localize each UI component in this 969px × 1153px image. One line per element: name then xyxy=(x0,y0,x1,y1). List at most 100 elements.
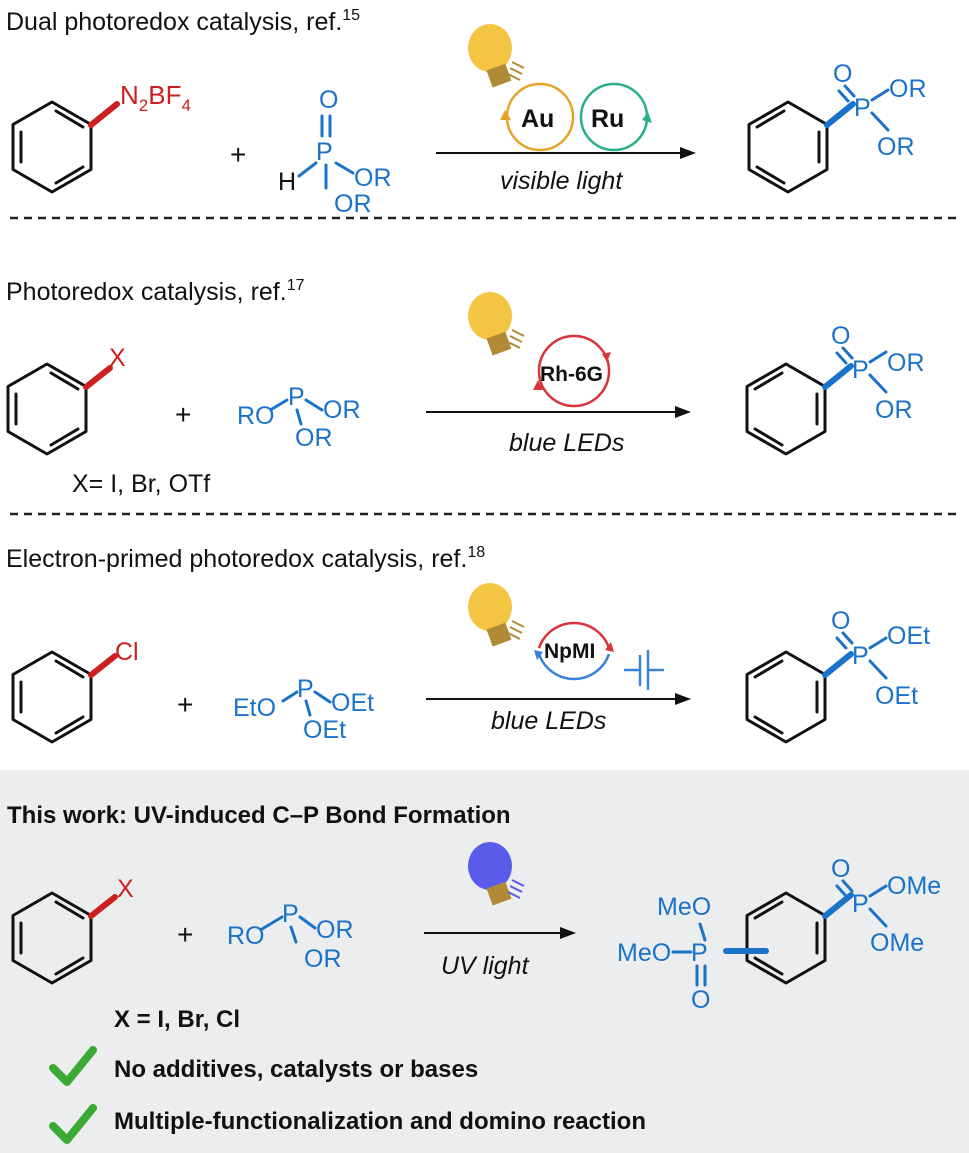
svg-text:OR: OR xyxy=(875,396,913,424)
rh6g-catalyst-label: Rh-6G xyxy=(540,363,603,386)
svg-text:OR: OR xyxy=(295,424,333,452)
svg-text:P: P xyxy=(316,138,333,166)
svg-text:EtO: EtO xyxy=(233,694,276,722)
yellow-lightbulb-icon xyxy=(468,292,525,356)
section-electron-primed: Electron-primed photoredox catalysis, re… xyxy=(6,544,930,744)
phosphite-reagent: RO P OR OR xyxy=(237,383,361,452)
svg-text:OEt: OEt xyxy=(303,716,346,744)
ru-catalyst-label: Ru xyxy=(591,105,624,133)
au-catalyst-label: Au xyxy=(521,105,554,133)
arrow-head xyxy=(680,147,696,159)
svg-text:OR: OR xyxy=(877,133,915,161)
c-p-bond xyxy=(822,892,854,919)
substrate-scope: X = I, Br, Cl xyxy=(114,1006,240,1033)
section-this-work: This work: UV-induced C–P Bond Formation… xyxy=(0,770,969,1153)
phosphonate-group: O P OMe OMe xyxy=(831,855,941,957)
svg-text:OR: OR xyxy=(316,916,354,944)
section-title: This work: UV-induced C–P Bond Formation xyxy=(7,802,511,829)
electron-primed-symbol xyxy=(624,650,664,690)
arrow-head xyxy=(560,927,576,939)
svg-text:O: O xyxy=(691,986,710,1014)
svg-text:H: H xyxy=(278,168,296,196)
phosphonate-group: O P OEt OEt xyxy=(831,607,930,710)
svg-text:O: O xyxy=(831,322,850,350)
benzene-ring xyxy=(11,100,93,194)
plus-sign: + xyxy=(230,139,246,170)
benzene-ring xyxy=(745,362,827,456)
benzene-ring xyxy=(11,650,93,744)
svg-text:OR: OR xyxy=(304,945,342,973)
svg-text:O: O xyxy=(319,86,338,114)
catalytic-cycle-icon: NpMI xyxy=(534,621,614,681)
svg-text:RO: RO xyxy=(227,922,265,950)
section-title: Photoredox catalysis, ref.17 xyxy=(6,277,305,306)
condition-label: visible light xyxy=(500,167,623,195)
npmi-catalyst-label: NpMI xyxy=(544,640,595,663)
yellow-lightbulb-icon xyxy=(468,583,525,647)
svg-text:OR: OR xyxy=(889,75,927,103)
svg-text:O: O xyxy=(831,607,850,635)
c-n-bond xyxy=(88,101,120,128)
svg-text:O: O xyxy=(833,60,852,88)
yellow-lightbulb-icon xyxy=(468,24,525,88)
svg-text:OR: OR xyxy=(323,396,361,424)
checkmark-icon xyxy=(49,1046,97,1086)
uv-lightbulb-icon xyxy=(468,842,525,906)
c-cl-bond xyxy=(88,653,118,678)
substrate-scope: X= I, Br, OTf xyxy=(72,470,210,498)
arrow-head xyxy=(675,406,691,418)
svg-text:O: O xyxy=(831,855,850,883)
benzene-ring xyxy=(747,100,829,194)
condition-label: blue LEDs xyxy=(509,429,624,457)
plus-sign: + xyxy=(175,399,191,430)
svg-text:MeO: MeO xyxy=(657,893,711,921)
leaving-group-label: X xyxy=(109,344,126,372)
condition-label: UV light xyxy=(441,952,530,980)
phosphonate-group: O P OR OR xyxy=(831,322,925,424)
c-p-bond xyxy=(824,101,856,128)
svg-text:P: P xyxy=(852,356,869,384)
phosphonate-group: O P OR OR xyxy=(833,60,927,161)
svg-text:P: P xyxy=(852,890,869,918)
reference-number: 18 xyxy=(467,544,485,561)
triethyl-phosphite: EtO P OEt OEt xyxy=(233,675,374,744)
catalytic-cycle-icon: Au Ru xyxy=(500,82,652,152)
svg-text:P: P xyxy=(282,900,299,928)
section-dual-photoredox: Dual photoredox catalysis, ref.15 N2BF4 … xyxy=(6,7,927,218)
svg-text:RO: RO xyxy=(237,402,275,430)
svg-text:OEt: OEt xyxy=(331,689,374,717)
plus-sign: + xyxy=(177,919,193,950)
plus-sign: + xyxy=(177,689,193,720)
leaving-group-label: X xyxy=(117,875,134,903)
reference-number: 15 xyxy=(342,7,360,24)
section-title: Dual photoredox catalysis, ref.15 xyxy=(6,7,360,36)
catalytic-cycle-icon: Rh-6G xyxy=(533,334,611,408)
reference-number: 17 xyxy=(287,277,305,294)
phosphite-reagent: RO P OR OR xyxy=(227,900,354,973)
svg-text:MeO: MeO xyxy=(617,939,671,967)
section-photoredox: Photoredox catalysis, ref.17 X X= I, Br,… xyxy=(6,277,925,498)
h-phosphonate: O P H OR OR xyxy=(278,86,392,218)
benzene-ring xyxy=(745,650,827,744)
svg-text:OEt: OEt xyxy=(875,682,918,710)
svg-text:OMe: OMe xyxy=(887,872,941,900)
svg-text:OR: OR xyxy=(334,190,372,218)
c-x-bond xyxy=(83,365,113,390)
c-x-bond xyxy=(88,894,118,919)
feature-item: Multiple-functionalization and domino re… xyxy=(114,1108,646,1135)
section-title: Electron-primed photoredox catalysis, re… xyxy=(6,544,485,573)
highlight-panel xyxy=(0,770,969,1153)
svg-text:P: P xyxy=(691,939,708,967)
svg-text:OMe: OMe xyxy=(870,929,924,957)
c-p-bond xyxy=(822,651,854,678)
section-title-text: Dual photoredox catalysis, ref. xyxy=(6,8,342,36)
svg-text:P: P xyxy=(297,675,314,703)
arrow-head xyxy=(675,693,691,705)
svg-text:OR: OR xyxy=(354,164,392,192)
second-phosphonate-group: MeO MeO P O xyxy=(617,893,711,1014)
svg-text:OEt: OEt xyxy=(887,622,930,650)
diazonium-label: N2BF4 xyxy=(120,80,191,115)
condition-label: blue LEDs xyxy=(491,707,606,735)
